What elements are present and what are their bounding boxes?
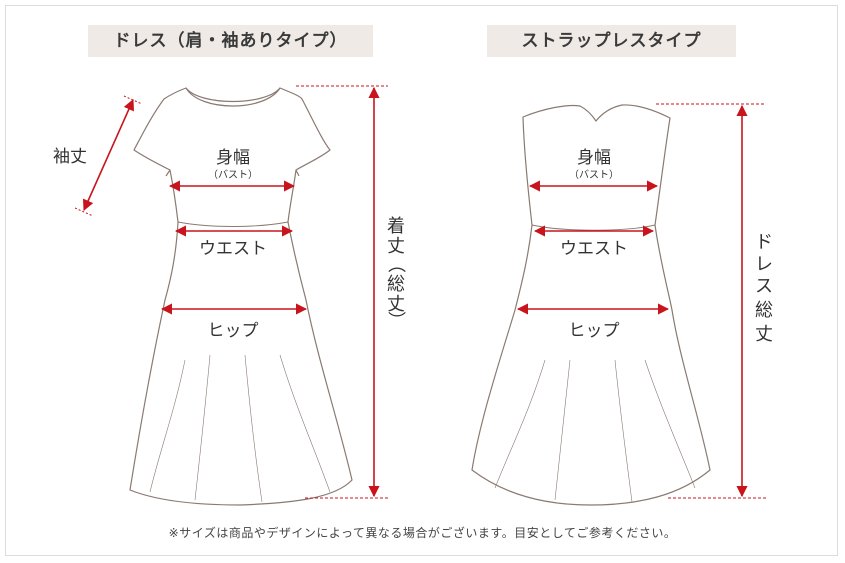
bust-label: 身幅 <box>216 148 250 168</box>
diagram-frame <box>5 5 838 556</box>
length-label-char: ド <box>755 232 773 253</box>
sleeve-label: 袖丈 <box>53 147 87 167</box>
length-label-char: 総 <box>755 300 773 321</box>
length-label-char: レ <box>755 254 773 275</box>
right-title: ストラップレスタイプ <box>487 25 736 57</box>
strapless-dress-measurements <box>516 103 766 499</box>
bust-label: 身幅 <box>577 148 611 168</box>
bust-sub-label: （バスト） <box>208 169 258 181</box>
hip-label: ヒップ <box>569 321 620 341</box>
sleeved-dress-labels: 身幅 （バスト） ウエスト ヒップ 袖丈 着 丈 （ 総 丈 ） <box>53 147 406 341</box>
waist-label: ウエスト <box>199 239 267 259</box>
sleeve-arrow <box>82 98 135 212</box>
length-label-char: 丈 <box>387 294 405 315</box>
waist-label: ウエスト <box>560 239 628 259</box>
length-label-char: 丈 <box>755 324 773 345</box>
length-label-char: 丈 <box>387 236 405 257</box>
disclaimer-note: ※サイズは商品やデザインによって異なる場合がございます。目安としてご参考ください… <box>168 526 677 540</box>
length-label-char: ） <box>385 311 406 329</box>
sleeved-dress-measurements <box>74 85 388 499</box>
length-label-char: 総 <box>387 274 405 295</box>
length-label-char: ス <box>755 276 773 297</box>
left-title: ドレス（肩・袖ありタイプ） <box>88 25 373 57</box>
hip-label: ヒップ <box>208 321 259 341</box>
length-label-char: （ <box>385 255 406 273</box>
sleeved-dress-outline <box>129 87 353 506</box>
length-label-char: 着 <box>387 216 405 237</box>
bust-sub-label: （バスト） <box>569 169 619 181</box>
strapless-dress-labels: 身幅 （バスト） ウエスト ヒップ ド レ ス 総 丈 <box>560 148 773 345</box>
